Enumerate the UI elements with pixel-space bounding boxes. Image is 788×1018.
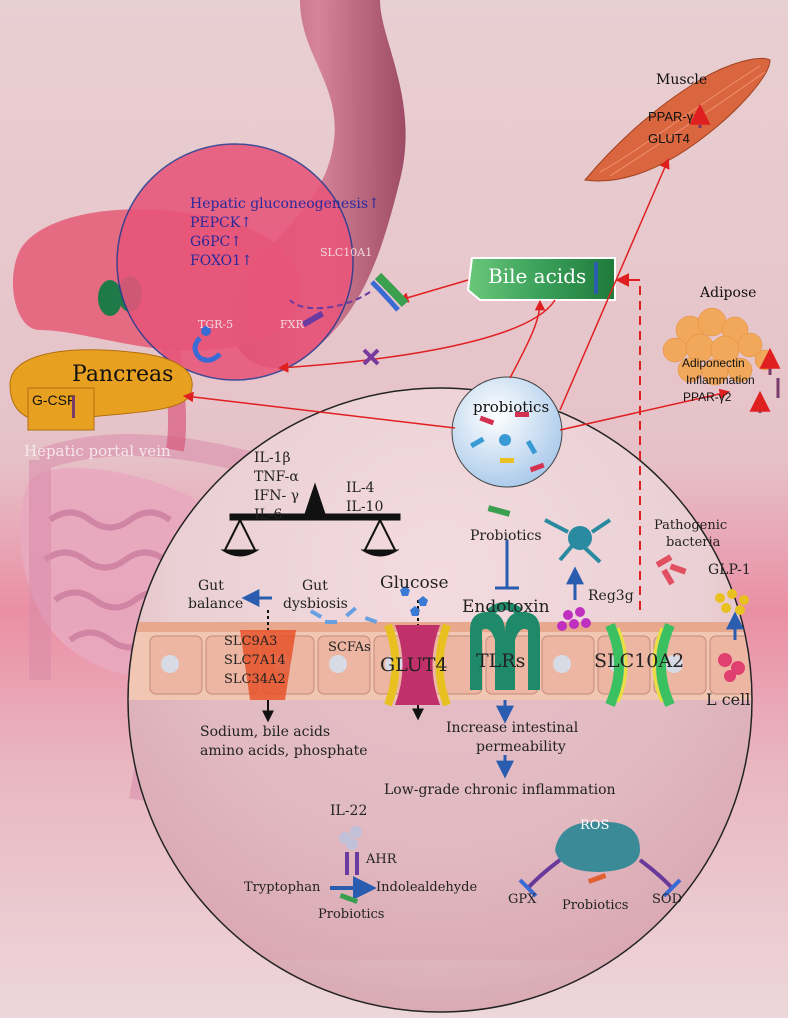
tgr5-label: TGR-5: [198, 318, 234, 331]
cytokine-right-1: IL-4: [346, 480, 375, 496]
adipose-item-3: PPAR-γ2: [683, 390, 732, 404]
arrow-probio-to-bile: [509, 299, 546, 379]
cytokine-right-2: IL-10: [346, 499, 384, 515]
inhibit-endotoxin: [495, 540, 519, 590]
absorption-2: amino acids, phosphate: [200, 743, 368, 759]
liver-line-1: Hepatic gluconeogenesis↑: [190, 196, 380, 212]
gallbladder: [98, 280, 122, 316]
probiotics-center-label: probiotics: [473, 398, 550, 416]
bile-acids-label: Bile acids: [488, 264, 587, 288]
adipose-title: Adipose: [700, 285, 757, 301]
ahr-label: AHR: [366, 852, 397, 867]
portal-vein-label: Hepatic portal vein: [24, 442, 171, 460]
cytokine-left-1: IL-1β: [254, 450, 291, 466]
muscle-title: Muscle: [656, 72, 708, 88]
glp1-particles: [715, 589, 749, 615]
slc10a2-inner: [616, 627, 664, 703]
muscle-item-2: GLUT4: [648, 131, 690, 146]
muscle-item-1: PPAR-γ: [648, 109, 694, 124]
ros-label: ROS: [580, 818, 610, 833]
pathogenic-bacteria-icons: [655, 554, 687, 586]
tryptophan-label: Tryptophan: [244, 880, 321, 895]
arrow-adipose: [749, 347, 781, 413]
sod-label: SOD: [652, 892, 682, 907]
tlr-receptor: [470, 602, 540, 690]
permeability-1: Increase intestinal: [446, 720, 579, 736]
pathogenic-2: bacteria: [666, 535, 721, 550]
gcsf-label: G-CSF: [32, 392, 76, 408]
slc10a1-label: SLC10A1: [320, 246, 373, 259]
dendritic-cell: [544, 518, 612, 564]
ahr-receptor: [339, 826, 362, 904]
pathogenic-1: Pathogenic: [654, 518, 728, 533]
slc10a1-icon: [370, 272, 409, 312]
inflammation-label: Low-grade chronic inflammation: [384, 782, 616, 798]
inhibit-x: [362, 348, 380, 366]
reg3g-label: Reg3g: [588, 588, 634, 604]
gut-balance-2: balance: [188, 596, 244, 612]
indole-label: Indolealdehyde: [376, 880, 478, 895]
gut-dysbiosis-2: dysbiosis: [283, 596, 348, 612]
pancreas-label: Pancreas: [72, 362, 174, 387]
gut-dysbiosis-1: Gut: [302, 578, 328, 594]
arrow-probio-to-pancreas: [182, 391, 456, 429]
cytokine-left-4: IL-6: [254, 507, 283, 523]
glp1-label: GLP-1: [708, 562, 751, 578]
slc10a2-label: SLC10A2: [594, 650, 685, 672]
absorption-1: Sodium, bile acids: [200, 724, 331, 740]
glut4-channel: [384, 623, 451, 707]
epithelium: [129, 622, 751, 960]
glucose-particles: [400, 586, 428, 616]
scfas-label: SCFAs: [328, 640, 371, 655]
bile-acids-down-arrow: [594, 262, 598, 294]
transporter-3: SLC34A2: [224, 672, 286, 687]
slc10a2-channel: [605, 622, 675, 708]
liver-line-3: G6PC↑: [190, 234, 242, 250]
transporter-2: SLC7A14: [224, 653, 286, 668]
scfa-particles: [309, 606, 378, 624]
gut-balance-1: Gut: [198, 578, 224, 594]
probiotics-circle: [451, 376, 563, 488]
il22-label: IL-22: [330, 803, 368, 819]
cytokine-left-3: IFN- γ: [254, 488, 300, 504]
probiotics-gut-label: Probiotics: [470, 528, 542, 544]
gpx-label: GPX: [508, 892, 537, 907]
balance-scale: [220, 482, 401, 557]
liver-circle: [116, 143, 354, 381]
arrow-probio-to-muscle: [559, 158, 670, 411]
endotoxin-label: Endotoxin: [462, 597, 550, 617]
slc-channel: [240, 630, 296, 700]
tlrs-label: TLRs: [476, 650, 526, 672]
gcsf-down-arrow: [72, 396, 75, 418]
fxr-dashed: [289, 291, 371, 310]
probiotics-ros-label: Probiotics: [562, 898, 629, 913]
probiotic-bacteria: [469, 412, 545, 473]
adipose-item-1: Adiponectin: [682, 356, 745, 370]
tgr5-icon: [192, 336, 222, 363]
permeability-2: permeability: [476, 739, 566, 755]
liver-line-4: FOXO1↑: [190, 253, 253, 269]
cytokine-left-2: TNF-α: [254, 469, 299, 485]
gcsf-box: [27, 387, 95, 431]
arrow-bile-to-liver: [397, 279, 469, 303]
glucose-label: Glucose: [380, 573, 449, 593]
fxr-label: FXR: [280, 318, 304, 331]
bile-acids-box: [466, 257, 616, 301]
transporter-1: SLC9A3: [224, 634, 278, 649]
adipose-item-2: Inflammation: [686, 373, 755, 387]
reg3g-particles: [557, 607, 591, 631]
lcell-granules: [718, 653, 745, 682]
liver-line-2: PEPCK↑: [190, 215, 252, 231]
fxr-icon: [301, 310, 325, 328]
probiotics-trp-label: Probiotics: [318, 907, 385, 922]
probiotic-rod-icon: [487, 505, 511, 517]
glut4-gut-label: GLUT4: [380, 654, 448, 676]
arrow-bile-to-tgr5: [277, 299, 556, 373]
arrow-probio-to-adipose: [559, 388, 731, 431]
lcell-label: L cell: [706, 690, 751, 709]
ros-blob: [518, 821, 682, 898]
